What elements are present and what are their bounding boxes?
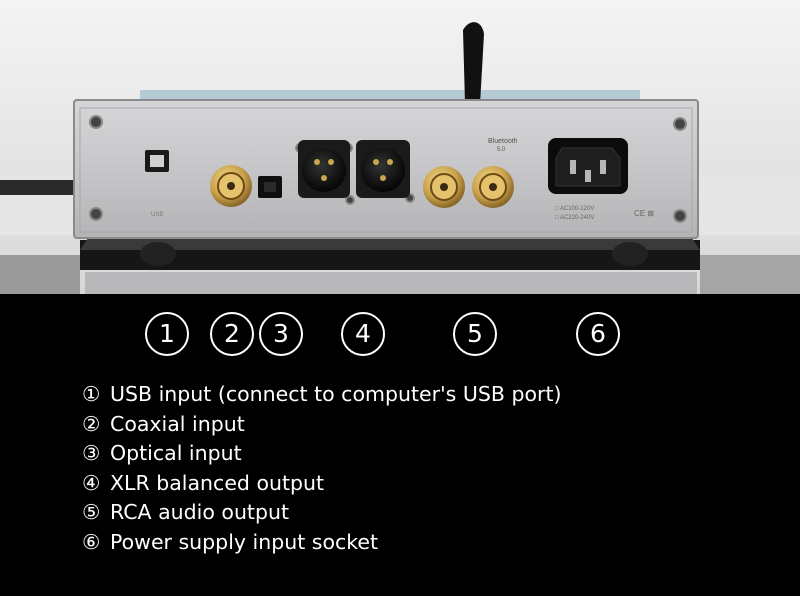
device-foot [612,242,648,266]
legend-number: ③ [82,441,101,465]
usb-panel-label: USB [151,212,163,218]
legend-number: ① [82,382,101,406]
legend-number: ⑥ [82,529,101,554]
device-rear-panel-photo: USB Bluetooth 5.0 [0,0,800,294]
marker-2: 2 [210,312,254,356]
certification-marks: CE ⊠ [634,209,654,218]
legend-text: Power supply input socket [110,529,379,554]
xlr-connector-icon [298,140,350,198]
xlr-connector-icon [356,140,410,198]
legend-number: ④ [82,470,101,495]
legend-text: Optical input [110,441,242,465]
marker-1: 1 [145,312,189,356]
connector-number-markers: 1 2 3 4 5 6 [0,294,800,374]
marker-6: 6 [576,312,620,356]
connector-legend: ① USB input (connect to computer's USB po… [82,380,782,557]
usb-port-icon [145,150,169,172]
screw [673,209,687,223]
device-foot [140,242,176,266]
legend-text: XLR balanced output [110,470,325,495]
marker-5: 5 [453,312,497,356]
screw [89,207,103,221]
legend-item-power: ⑥ Power supply input socket [82,528,782,558]
bluetooth-version-label: 5.0 [497,147,506,153]
voltage-label-1: □ AC100-120V [555,206,594,212]
voltage-label-2: □ AC220-240V [555,215,594,221]
coaxial-jack-icon [210,165,252,207]
rca-jack-icon [423,166,465,208]
legend-item-coaxial: ② Coaxial input [82,410,782,440]
bluetooth-panel-label: Bluetooth [488,138,518,145]
screw [673,117,687,131]
screw [345,195,355,205]
legend-item-usb: ① USB input (connect to computer's USB po… [82,380,782,410]
legend-text: USB input (connect to computer's USB por… [110,382,562,406]
screw [89,115,103,129]
optical-port-icon [258,176,282,198]
legend-number: ② [82,411,101,436]
legend-number: ⑤ [82,500,101,524]
legend-text: RCA audio output [110,500,290,524]
legend-item-xlr: ④ XLR balanced output [82,469,782,499]
legend-text: Coaxial input [110,411,245,436]
rca-jack-icon [472,166,514,208]
power-socket-icon [548,138,628,194]
marker-4: 4 [341,312,385,356]
legend-item-rca: ⑤ RCA audio output [82,498,782,528]
marker-3: 3 [259,312,303,356]
legend-item-optical: ③ Optical input [82,439,782,469]
